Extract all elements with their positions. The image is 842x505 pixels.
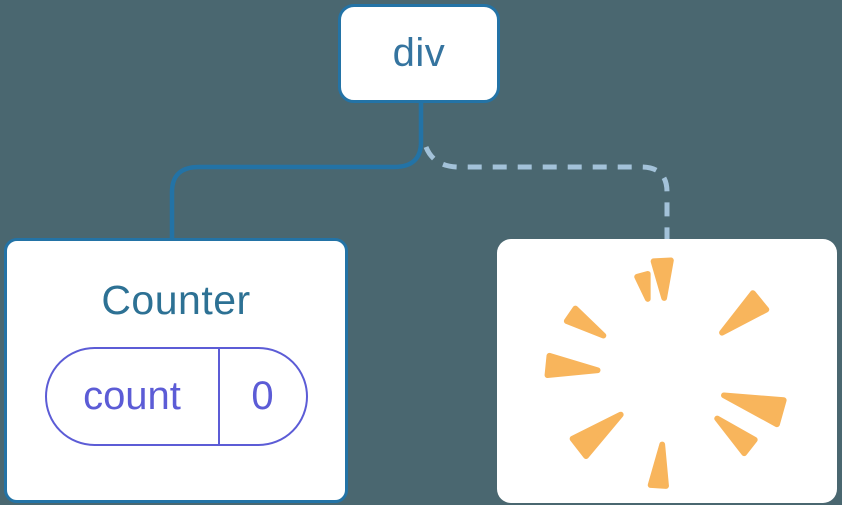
counter-component-card: Counter count 0 [4,238,348,503]
counter-title: Counter [101,277,251,323]
root-node-label: div [392,31,446,75]
root-node-div: div [338,4,500,103]
state-pill: count 0 [44,347,308,446]
edge-div-to-removed-dashed [423,145,670,240]
state-value-label: 0 [251,374,274,418]
poof-burst-icon [544,257,787,489]
state-key-label: count [47,349,220,444]
edge-div-to-counter-solid [169,100,424,243]
removed-component-card [497,239,837,503]
